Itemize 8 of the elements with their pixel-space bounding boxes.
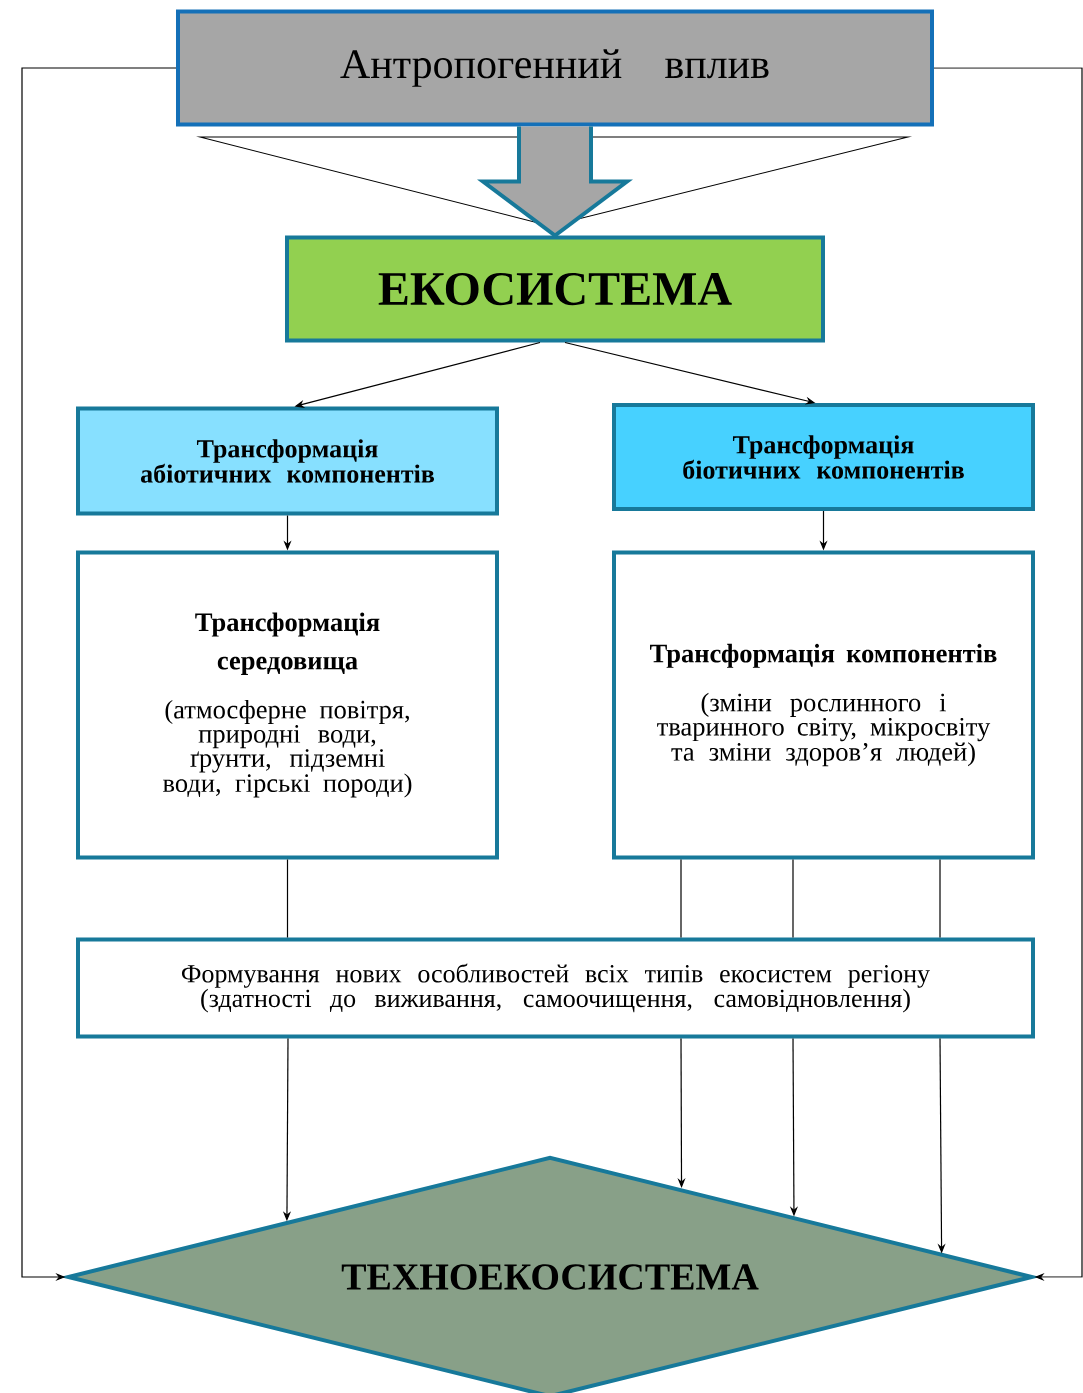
process-box: Трансформація середовища (атмосферне повітря, природні води, ґрунти, підземні води, гірські породи) <box>76 550 499 860</box>
arrow <box>933 67 1083 1282</box>
process-box: Формування нових особливостей всіх типів екосистем регіону (здатності до виживання, самоочищення, самовідновлення) <box>76 937 1035 1039</box>
process-box: Трансформація абіотичних компонентів <box>76 406 499 516</box>
process-box: ЕКОСИСТЕМА <box>285 235 825 343</box>
process-box: Трансформація компонентів (зміни рослинного і тваринного світу, мікросвіту та зміни здоров’я людей) <box>612 550 1035 860</box>
process-box: Антропогенний вплив <box>176 9 934 127</box>
process-box: Трансформація біотичних компонентів <box>612 403 1035 511</box>
